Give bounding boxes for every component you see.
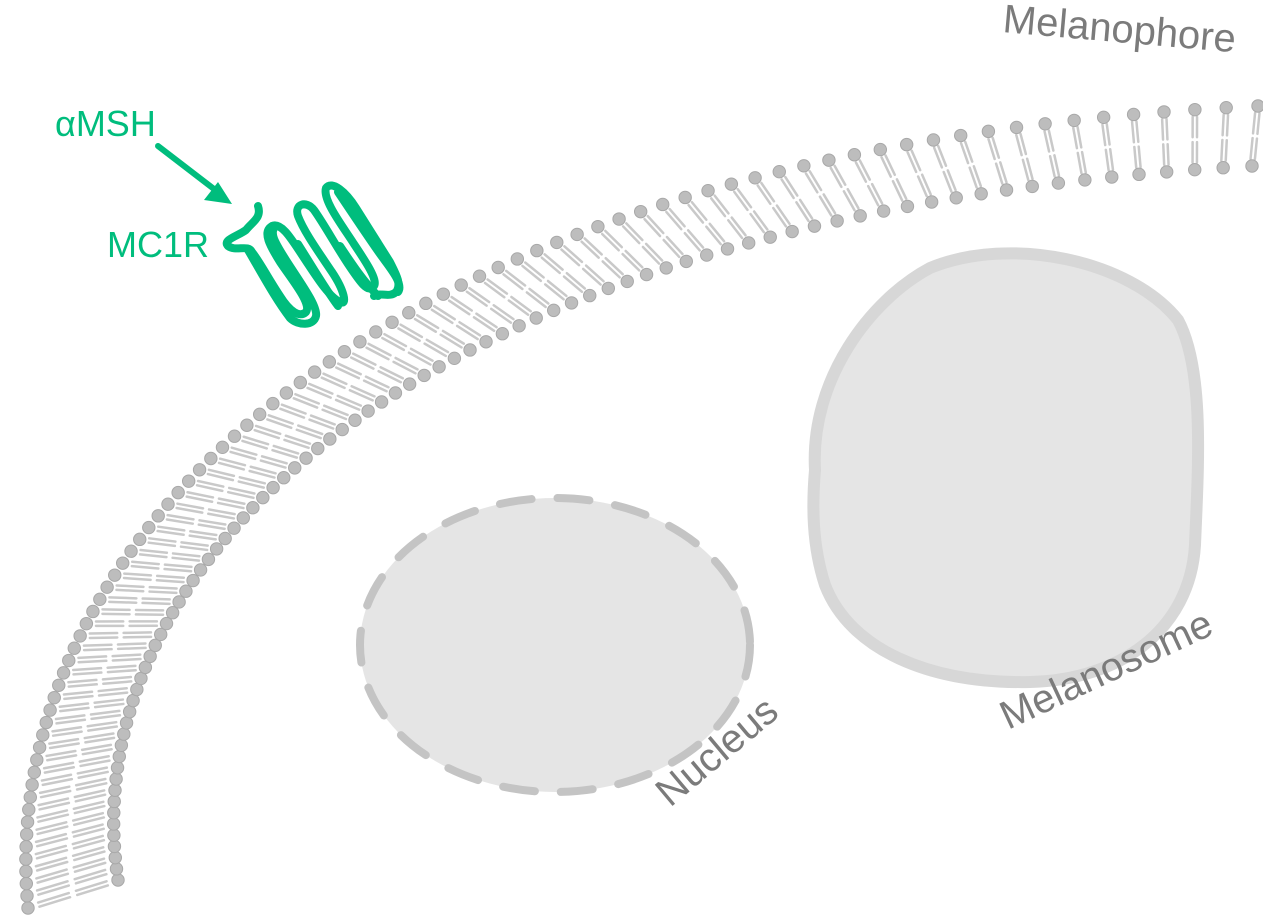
phospholipid [23, 772, 123, 804]
phospholipid [899, 137, 939, 209]
label-amsh: αMSH [55, 103, 156, 144]
phospholipid [19, 817, 121, 854]
phospholipid [19, 850, 122, 891]
phospholipid [171, 485, 260, 515]
phospholipid [436, 287, 510, 341]
phospholipid [204, 451, 291, 485]
phospholipid [22, 783, 122, 817]
phospholipid [30, 738, 129, 767]
phospholipid [491, 260, 561, 318]
phospholipid [161, 497, 250, 525]
phospholipid [19, 806, 121, 842]
phospholipid [181, 474, 270, 505]
arrow-down-right-icon [155, 143, 232, 204]
phospholipid [322, 355, 403, 400]
phospholipid [1038, 117, 1066, 190]
phospholipid [266, 396, 349, 437]
phospholipid [847, 148, 891, 218]
phospholipid [550, 235, 616, 296]
phospholipid [1126, 107, 1146, 182]
phospholipid [56, 660, 153, 680]
phospholipid [307, 365, 389, 409]
phospholipid [25, 761, 125, 792]
phospholipid [337, 345, 417, 391]
phospholipid [570, 227, 634, 289]
phospholipid [252, 407, 337, 446]
phospholipid [79, 616, 174, 631]
phospholipid [39, 705, 137, 730]
phospholipid [1096, 110, 1119, 184]
phospholipid [419, 296, 493, 349]
phospholipid [215, 440, 302, 475]
phospholipid [1067, 113, 1092, 187]
phospholipid [454, 278, 526, 333]
phospholipid [19, 828, 121, 866]
phospholipid [108, 568, 200, 588]
phospholipid [20, 862, 124, 903]
phospholipid [67, 638, 162, 655]
cell-membrane [19, 99, 1263, 915]
phospholipid [926, 133, 963, 205]
phospholipid [954, 128, 988, 201]
phospholipid [510, 252, 579, 310]
melanosome [807, 247, 1205, 689]
phospholipid [1157, 105, 1174, 179]
phospholipid [100, 580, 193, 598]
phospholipid [530, 243, 597, 303]
phospholipid [142, 520, 232, 546]
phospholipid [591, 219, 654, 282]
label-melanophore: Melanophore [1001, 0, 1237, 61]
phospholipid [981, 124, 1014, 197]
phospholipid [36, 716, 134, 742]
phospholipid [678, 190, 735, 256]
phospholipid [1216, 100, 1233, 175]
phospholipid [1009, 120, 1039, 194]
phospholipid [701, 183, 756, 250]
phospholipid [1245, 99, 1263, 173]
phospholipid [402, 306, 477, 357]
phospholipid [385, 315, 462, 366]
phospholipid [133, 532, 224, 556]
phospholipid [52, 671, 148, 692]
nucleus [356, 494, 754, 796]
mc1r-receptor [222, 181, 404, 328]
phospholipid [93, 592, 186, 609]
phospholipid [293, 375, 375, 418]
phospholipid [369, 325, 446, 374]
phospholipid [43, 693, 140, 717]
phospholipid [748, 171, 799, 239]
phospholipid [62, 649, 157, 668]
phospholipid [20, 794, 121, 829]
phospholipid [73, 627, 168, 643]
phospholipid [353, 335, 431, 383]
phospholipid [227, 429, 313, 465]
phospholipid [116, 556, 208, 577]
phospholipid [192, 463, 280, 495]
phospholipid [822, 153, 867, 223]
phospholipid [724, 177, 777, 244]
phospholipid [21, 873, 125, 915]
phospholipid [797, 159, 844, 228]
phospholipid [772, 164, 822, 233]
phospholipid [86, 604, 180, 620]
phospholipid [873, 142, 915, 214]
phospholipid [47, 682, 144, 705]
phospholipid [612, 212, 673, 275]
phospholipid [472, 269, 543, 325]
phospholipid [151, 509, 241, 535]
phospholipid [1188, 102, 1202, 177]
phospholipid [240, 418, 325, 456]
phospholipid [279, 386, 362, 427]
phospholipid [19, 839, 122, 879]
phospholipid [633, 204, 693, 269]
phospholipid [32, 727, 131, 755]
phospholipid [124, 544, 216, 567]
label-mc1r: MC1R [107, 224, 209, 265]
phospholipid [656, 197, 714, 262]
